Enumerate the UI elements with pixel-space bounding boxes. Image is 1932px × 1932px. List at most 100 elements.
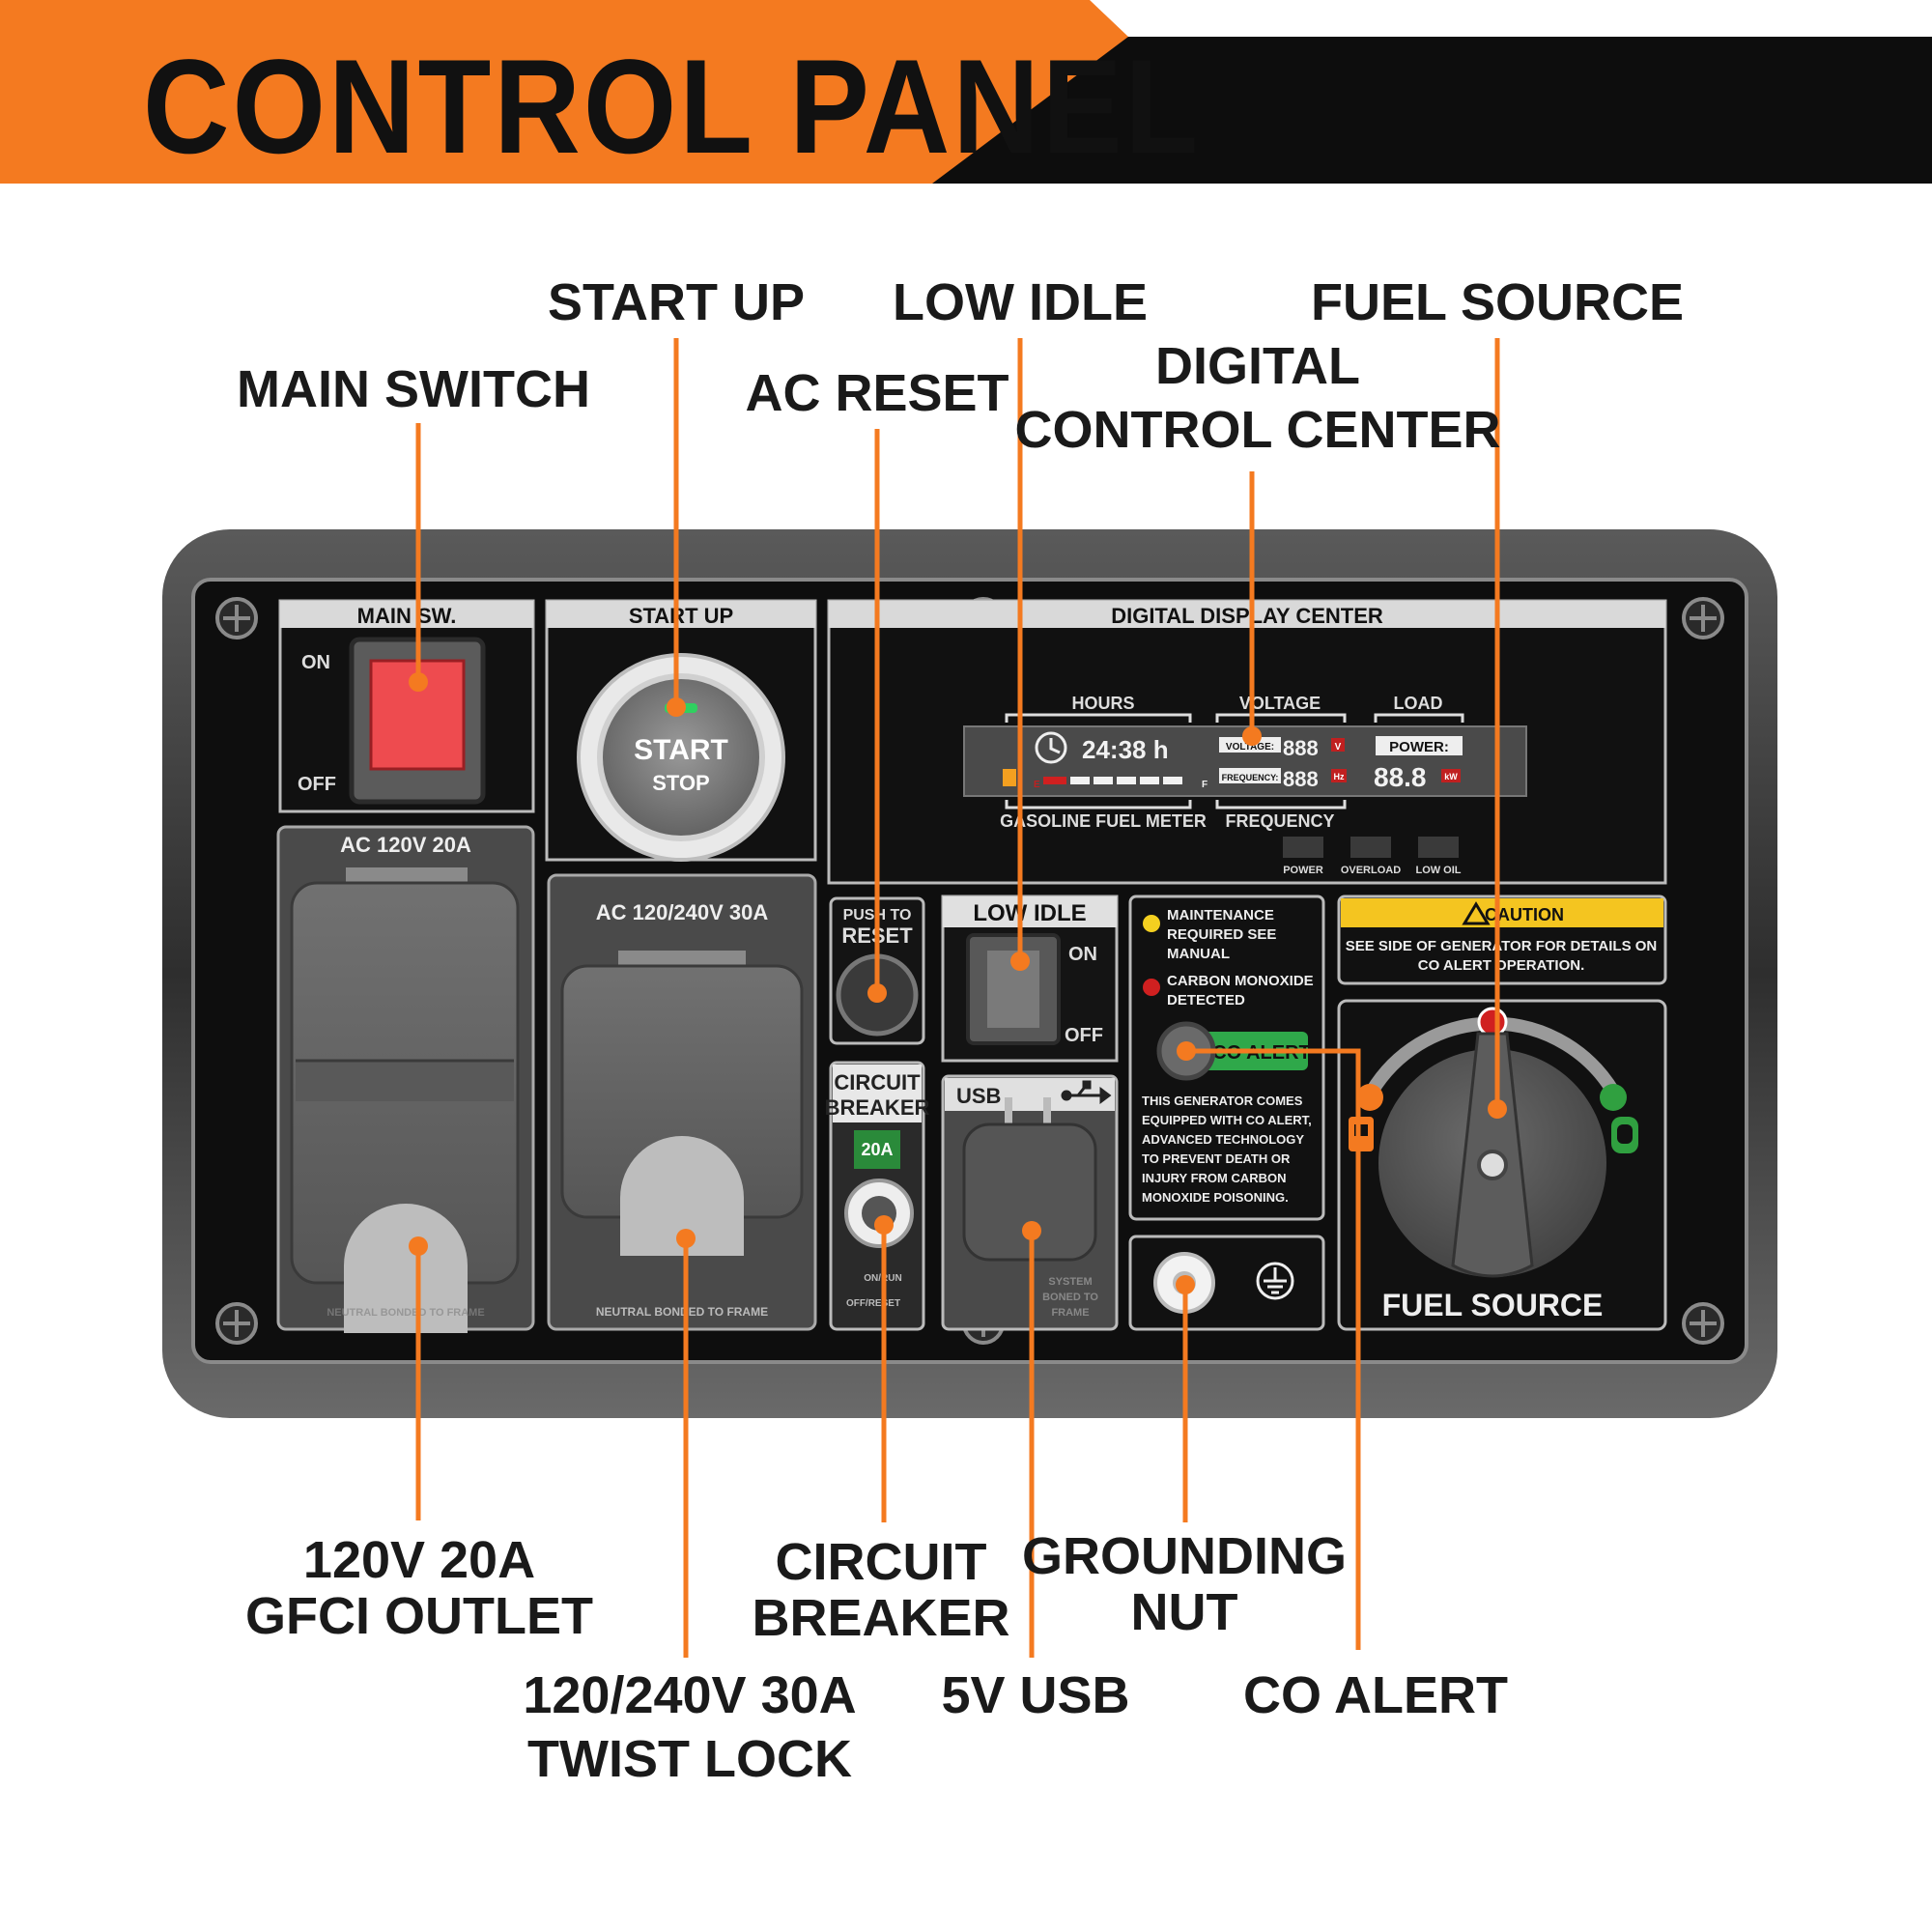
usb-symbol-icon [1061, 1080, 1112, 1104]
start-stop-button[interactable] [597, 673, 765, 841]
stop-label: STOP [652, 771, 710, 795]
fuel-pump-icon [1003, 769, 1016, 786]
page-title: CONTROL PANEL [143, 32, 1202, 183]
clock-icon [1035, 731, 1067, 764]
off-position-dot [1477, 1007, 1508, 1037]
breaker-line1: CIRCUIT [834, 1070, 921, 1094]
hours-label: HOURS [1071, 694, 1134, 713]
voltage-label: VOLTAGE [1239, 694, 1321, 713]
frequency-value: 888 [1283, 767, 1319, 791]
voltage-unit: V [1335, 742, 1342, 753]
led-label-overload: OVERLOAD [1341, 865, 1401, 876]
main-switch-module: MAIN SW. ON OFF [278, 599, 535, 813]
carbon-monoxide-indicator [1143, 979, 1160, 996]
maintenance-line2: REQUIRED SEE [1167, 926, 1276, 943]
maintenance-line3: MANUAL [1167, 946, 1230, 962]
power-tag: POWER: [1389, 739, 1449, 755]
callout-leader-lines [415, 338, 1500, 1658]
fuel-f-label: F [1202, 780, 1208, 790]
ground-symbol-icon [1256, 1262, 1294, 1300]
fuel-e-label: E [1034, 780, 1040, 790]
power-unit: kW [1444, 772, 1458, 781]
caution-line2: CO ALERT OPERATION. [1418, 957, 1585, 974]
breaker-line2: BREAKER [825, 1095, 930, 1120]
caution-label: CAUTION SEE SIDE OF GENERATOR FOR DETAIL… [1337, 895, 1667, 985]
main-switch-title: MAIN SW. [357, 604, 457, 628]
frequency-unit: Hz [1334, 772, 1345, 781]
propane-position-dot [1600, 1084, 1627, 1111]
breaker-off-reset: OFF/RESET [846, 1298, 900, 1309]
usb-footer-1: SYSTEM [1048, 1276, 1092, 1288]
low-idle-on-label: ON [1068, 944, 1097, 965]
ac-240v-title: AC 120/240V 30A [596, 900, 769, 924]
caution-title: CAUTION [1485, 905, 1564, 924]
grounding-module [1128, 1235, 1325, 1331]
start-label: START [634, 734, 728, 766]
header-orange-bar [0, 0, 1128, 184]
hours-value: 24:38 h [1082, 735, 1169, 764]
fuel-source-module: FUEL SOURCE [1337, 999, 1667, 1331]
header-banner [0, 0, 1932, 184]
breaker-rating: 20A [861, 1140, 893, 1159]
callout-co-alert: CO ALERT [1243, 1666, 1508, 1724]
callout-usb: 5V USB [941, 1666, 1130, 1724]
ac-120v-module: AC 120V 20A NEUTRAL BONDED TO FRAME [276, 825, 535, 1333]
ac-120v-footer: NEUTRAL BONDED TO FRAME [327, 1307, 484, 1319]
start-up-title: START UP [629, 604, 733, 628]
usb-module: USB SYSTEM BONED TO FRAME [941, 1074, 1119, 1331]
led-label-low-oil: LOW OIL [1415, 865, 1461, 876]
callout-endpoints [409, 672, 1507, 1294]
load-label: LOAD [1394, 694, 1443, 713]
callout-low-idle: LOW IDLE [893, 273, 1148, 331]
main-switch-on-label: ON [301, 652, 330, 673]
co-info-line4: TO PREVENT DEATH OR [1142, 1151, 1291, 1166]
low-oil-led [1418, 837, 1459, 858]
ac-240v-module: AC 120/240V 30A NEUTRAL BONDED TO FRAME [547, 873, 817, 1331]
header-black-bar [927, 37, 1932, 184]
callout-start-up: START UP [548, 273, 805, 331]
usb-footer-3: FRAME [1051, 1307, 1089, 1319]
circuit-breaker-module: CIRCUIT BREAKER 20A ON/RUN OFF/RESET [825, 1061, 930, 1331]
low-idle-off-label: OFF [1065, 1025, 1103, 1046]
frequency-tag: FREQUENCY: [1222, 773, 1279, 782]
ac-240v-footer: NEUTRAL BONDED TO FRAME [596, 1305, 768, 1319]
gasoline-position-dot [1356, 1084, 1383, 1111]
low-idle-module: LOW IDLE ON OFF [941, 895, 1119, 1063]
display-title: DIGITAL DISPLAY CENTER [1111, 604, 1383, 628]
fuel-source-title: FUEL SOURCE [1382, 1288, 1604, 1322]
callout-main-switch: MAIN SWITCH [237, 360, 590, 418]
callout-ac-reset: AC RESET [745, 364, 1009, 422]
overload-led [1350, 837, 1391, 858]
frequency-label: FREQUENCY [1225, 811, 1334, 831]
ac-120v-title: AC 120V 20A [340, 833, 471, 857]
co-info-line6: MONOXIDE POISONING. [1142, 1190, 1289, 1205]
low-idle-title: LOW IDLE [973, 900, 1086, 926]
voltage-tag: VOLTAGE: [1226, 742, 1274, 753]
warning-icon [1462, 901, 1491, 925]
fuel-meter-bar [1043, 777, 1182, 784]
usb-footer-2: BONED TO [1042, 1292, 1098, 1303]
co-info-line1: THIS GENERATOR COMES [1142, 1094, 1303, 1108]
co-info-line2: EQUIPPED WITH CO ALERT, [1142, 1113, 1312, 1127]
caution-line1: SEE SIDE OF GENERATOR FOR DETAILS ON [1346, 938, 1658, 954]
co-info-line3: ADVANCED TECHNOLOGY [1142, 1132, 1304, 1147]
fuel-meter-label: GASOLINE FUEL METER [1000, 811, 1207, 831]
voltage-value: 888 [1283, 736, 1319, 760]
maintenance-indicator [1143, 915, 1160, 932]
start-up-module: START UP START STOP [545, 599, 817, 862]
usb-title: USB [956, 1084, 1001, 1108]
main-switch-off-label: OFF [298, 774, 336, 795]
led-label-power: POWER [1283, 865, 1323, 876]
co-alert-module: MAINTENANCE REQUIRED SEE MANUAL CARBON M… [1128, 895, 1325, 1221]
carbon-line1: CARBON MONOXIDE [1167, 973, 1314, 989]
callout-fuel-source: FUEL SOURCE [1310, 273, 1685, 331]
power-led [1283, 837, 1323, 858]
power-value: 88.8 [1374, 762, 1427, 792]
